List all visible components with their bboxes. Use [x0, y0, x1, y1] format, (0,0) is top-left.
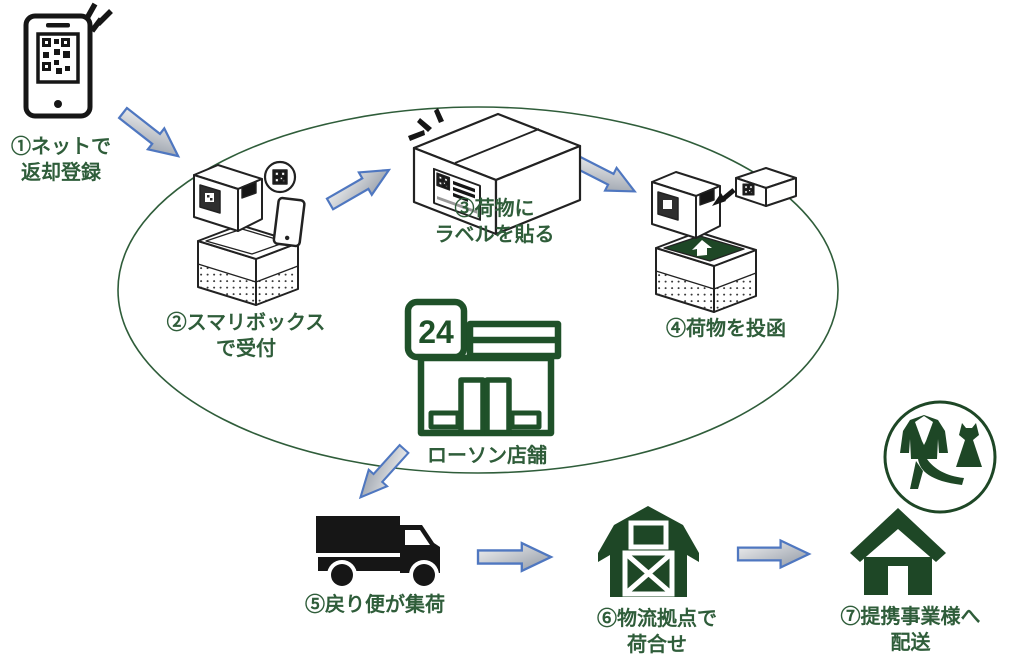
arrow-step2-to-step3 [322, 157, 397, 217]
phone-speaker [46, 23, 70, 28]
customer-phone [272, 196, 306, 248]
goods-circle-icon [883, 400, 997, 514]
truck-cargo [316, 516, 400, 553]
truck-wheel-front [413, 564, 435, 586]
step-3-label: ③荷物に ラベルを貼る [434, 198, 555, 247]
store-sign-text: 24 [418, 314, 454, 350]
convenience-store-icon: 24 [404, 298, 562, 437]
truck-wheel-rear [331, 564, 353, 586]
smartphone-qr-icon [23, 2, 113, 119]
notification-marks [83, 2, 113, 33]
warehouse-barn-icon [598, 506, 699, 597]
step-7-label: ⑦提携事業様へ 配送 [840, 606, 981, 655]
step-4-label: ④荷物を投函 [666, 318, 786, 340]
small-parcel [735, 167, 797, 207]
step-2-label: ②スマリボックス で受付 [166, 312, 326, 361]
arrow-step1-to-step2 [113, 101, 188, 168]
truck-window [405, 530, 430, 545]
flow-ellipse [117, 106, 839, 474]
partner-house-icon [850, 508, 946, 595]
jacket-icon [900, 415, 948, 459]
step-1-label: ①ネットで 返却登録 [11, 136, 111, 185]
house-door [888, 566, 908, 595]
phone-home-button [54, 100, 62, 108]
dress-icon [956, 423, 982, 467]
slot-arrow [692, 240, 712, 256]
shipping-label [433, 167, 481, 221]
store-window-left [428, 410, 461, 430]
store-door-left [458, 377, 486, 436]
barn-window [628, 520, 669, 550]
emphasis-marks [408, 108, 444, 141]
smari-kiosk-deposit-icon [651, 167, 797, 313]
step-5-label: ⑤戻り便が集荷 [305, 594, 445, 616]
store-door-right [484, 377, 512, 436]
smari-kiosk-receive-icon [193, 160, 306, 306]
house-roof [850, 508, 946, 562]
insert-arrow [712, 188, 736, 206]
high-heel-icon [910, 459, 964, 489]
arrow-step6-to-step7 [736, 539, 811, 569]
kiosk-card-reader [241, 181, 257, 199]
parcel-with-label-icon [408, 108, 582, 236]
store-label: ローソン店舗 [427, 445, 547, 467]
delivery-truck-icon [316, 516, 440, 590]
arrow-step5-to-step6 [476, 541, 553, 573]
store-window-right [509, 410, 542, 430]
step-6-label: ⑥物流拠点で 荷合せ [597, 608, 717, 657]
